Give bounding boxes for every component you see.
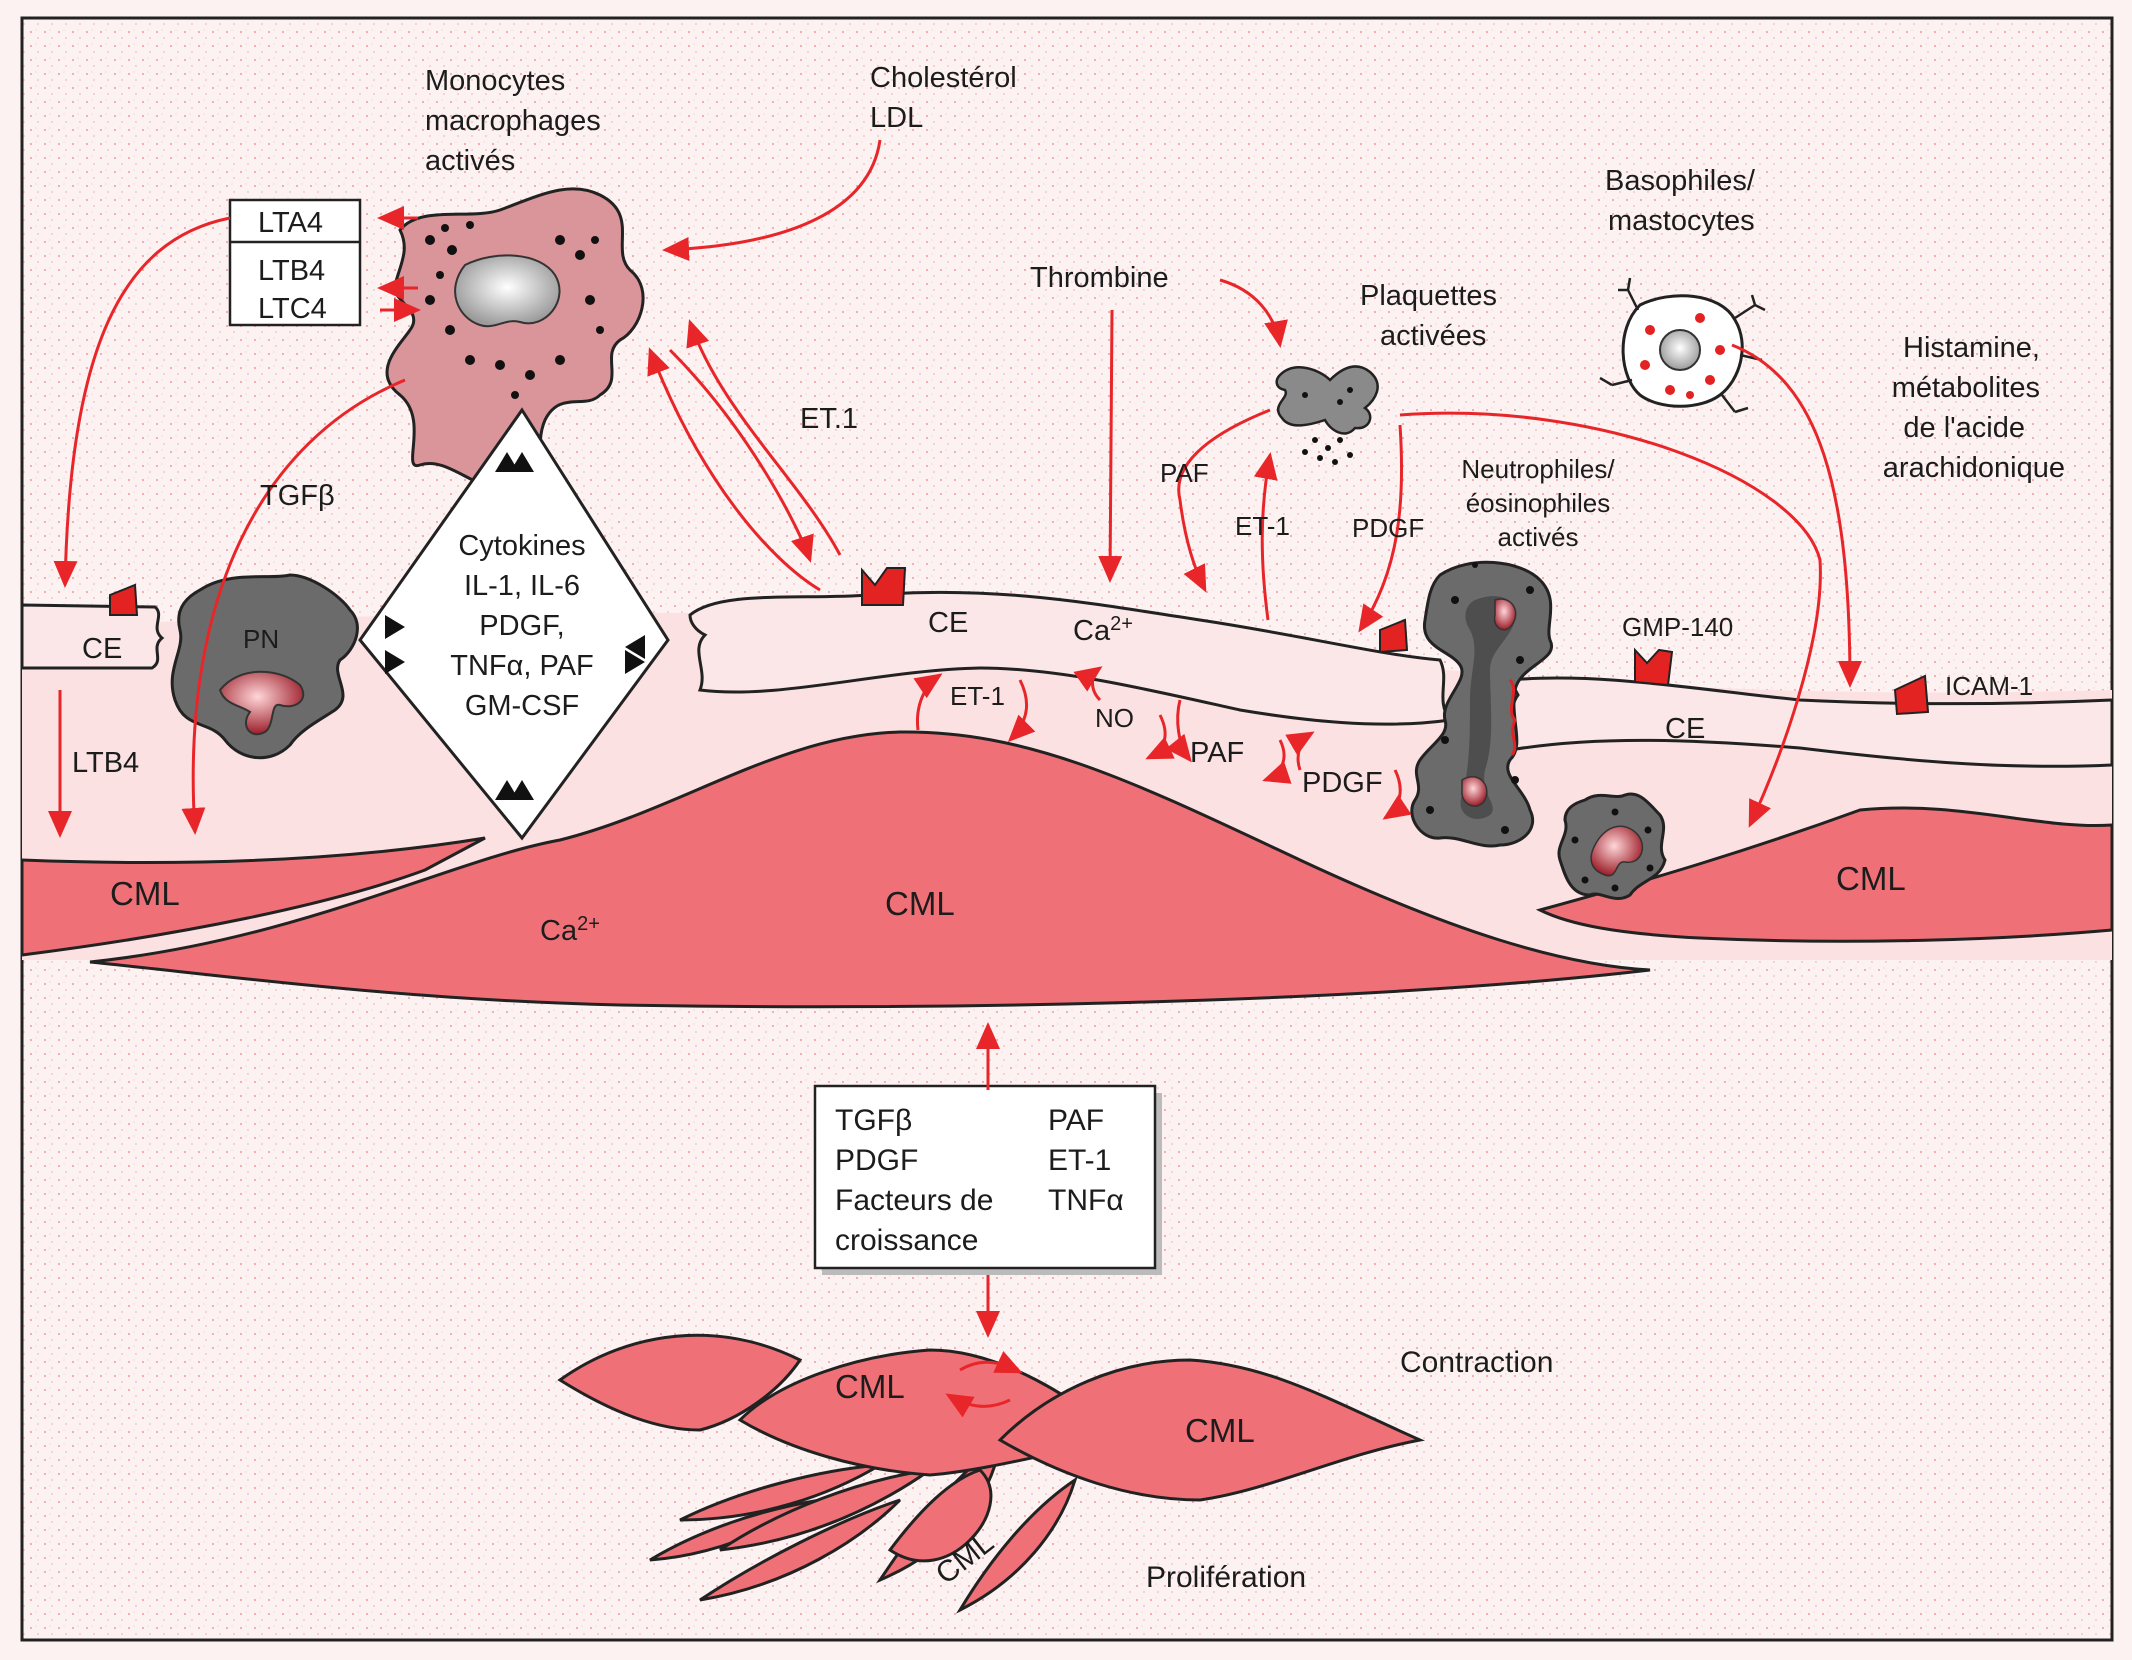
- cml-center-layer: [89, 730, 1651, 1009]
- label-gmp140: GMP-140: [1622, 612, 1733, 642]
- endothelium-middle: [688, 590, 1453, 726]
- label-histamine-2: métabolites: [1892, 372, 2040, 404]
- label-monocytes-3: activés: [425, 145, 515, 177]
- receptor-icon: [1379, 618, 1409, 654]
- label-proliferation: Prolifération: [1146, 1561, 1306, 1594]
- label-histamine-3: de l'acide: [1903, 412, 2025, 444]
- label-factor-pdgf: PDGF: [835, 1144, 918, 1177]
- cytokines-diamond: [358, 407, 670, 841]
- label-monocytes-1: Monocytes: [425, 65, 565, 97]
- receptor-icon: [109, 583, 139, 616]
- label-icam1: ICAM-1: [1945, 671, 2033, 701]
- label-plaquettes-2: activées: [1380, 320, 1486, 352]
- small-neutrophil-icon: [1557, 792, 1667, 901]
- label-cml-bottom-2: CML: [1185, 1412, 1255, 1449]
- label-neutro-1: Neutrophiles/: [1461, 454, 1615, 484]
- arrows: [48, 139, 1862, 1418]
- label-cml-left: CML: [110, 875, 180, 912]
- label-plaquettes-1: Plaquettes: [1360, 280, 1497, 312]
- label-ce-mid: CE: [928, 607, 968, 639]
- label-et1-platelet: ET-1: [1235, 511, 1290, 541]
- label-cytokines-5: GM-CSF: [465, 690, 579, 722]
- label-histamine-1: Histamine,: [1903, 332, 2040, 364]
- leukotriene-box: [228, 198, 362, 327]
- label-factor-paf: PAF: [1048, 1104, 1104, 1137]
- label-basophiles-2: mastocytes: [1608, 205, 1755, 237]
- label-cml-bottom-1: CML: [835, 1368, 905, 1405]
- label-neutro-2: éosinophiles: [1466, 488, 1611, 518]
- label-ce-left: CE: [82, 633, 122, 665]
- label-basophiles-1: Basophiles/: [1605, 165, 1756, 197]
- label-thrombine: Thrombine: [1030, 262, 1169, 294]
- receptor-icon: [1634, 647, 1674, 687]
- factors-box: [813, 1084, 1157, 1270]
- endothelium-right: [1507, 676, 2114, 768]
- label-ca-left: Ca2+: [540, 913, 600, 947]
- label-cytokines-1: Cytokines: [458, 530, 585, 562]
- receptor-icon: [1893, 674, 1930, 716]
- label-cytokines-3: PDGF,: [479, 610, 564, 642]
- label-ltb4: LTB4: [258, 255, 325, 287]
- label-cml-center: CML: [885, 885, 955, 922]
- cml-left-layer: [20, 836, 486, 957]
- label-ca-mid: Ca2+: [1073, 613, 1133, 647]
- label-cytokines-4: TNFα, PAF: [450, 650, 594, 682]
- label-paf-upper: PAF: [1160, 458, 1209, 488]
- basophil-cell-icon: [1599, 277, 1766, 414]
- label-factor-croissance: croissance: [835, 1224, 978, 1257]
- label-ltb4-left: LTB4: [72, 747, 139, 779]
- label-pn: PN: [243, 624, 279, 654]
- receptor-icon: [861, 567, 907, 606]
- pn-cell-icon: [170, 573, 359, 760]
- label-et1-upper: ET.1: [800, 403, 858, 435]
- bottom-smooth-muscle-cells: [557, 1333, 1426, 1614]
- label-ce-right: CE: [1665, 713, 1705, 745]
- label-tgfb-left: TGFβ: [260, 480, 335, 512]
- endothelium-left: [20, 603, 165, 670]
- neutrophil-cell-icon: [1410, 560, 1554, 848]
- label-lta4: LTA4: [258, 207, 323, 239]
- macrophage-cell-icon: [385, 187, 645, 493]
- label-neutro-3: activés: [1498, 522, 1579, 552]
- label-paf-inner: PAF: [1190, 737, 1244, 769]
- label-cytokines-2: IL-1, IL-6: [464, 570, 580, 602]
- label-histamine-4: arachidonique: [1883, 452, 2065, 484]
- label-factor-facteurs: Facteurs de: [835, 1184, 993, 1217]
- label-factor-tgfb: TGFβ: [835, 1104, 912, 1137]
- label-cml-right: CML: [1836, 860, 1906, 897]
- label-factor-tnfa: TNFα: [1048, 1184, 1124, 1217]
- label-et1-inner: ET-1: [950, 681, 1005, 711]
- label-pdgf-inner: PDGF: [1302, 767, 1383, 799]
- label-monocytes-2: macrophages: [425, 105, 601, 137]
- label-factor-et1: ET-1: [1048, 1144, 1111, 1177]
- label-no-inner: NO: [1095, 703, 1134, 733]
- label-ltc4: LTC4: [258, 293, 327, 325]
- label-cholesterol-1: Cholestérol: [870, 62, 1017, 94]
- triangle-icons: [385, 452, 645, 800]
- inner-arrows: [913, 666, 1412, 820]
- platelet-icon: [1275, 365, 1379, 465]
- cml-right-layer: [1535, 806, 2114, 943]
- label-pdgf-upper: PDGF: [1352, 513, 1424, 543]
- label-contraction: Contraction: [1400, 1346, 1553, 1379]
- label-cholesterol-2: LDL: [870, 102, 923, 134]
